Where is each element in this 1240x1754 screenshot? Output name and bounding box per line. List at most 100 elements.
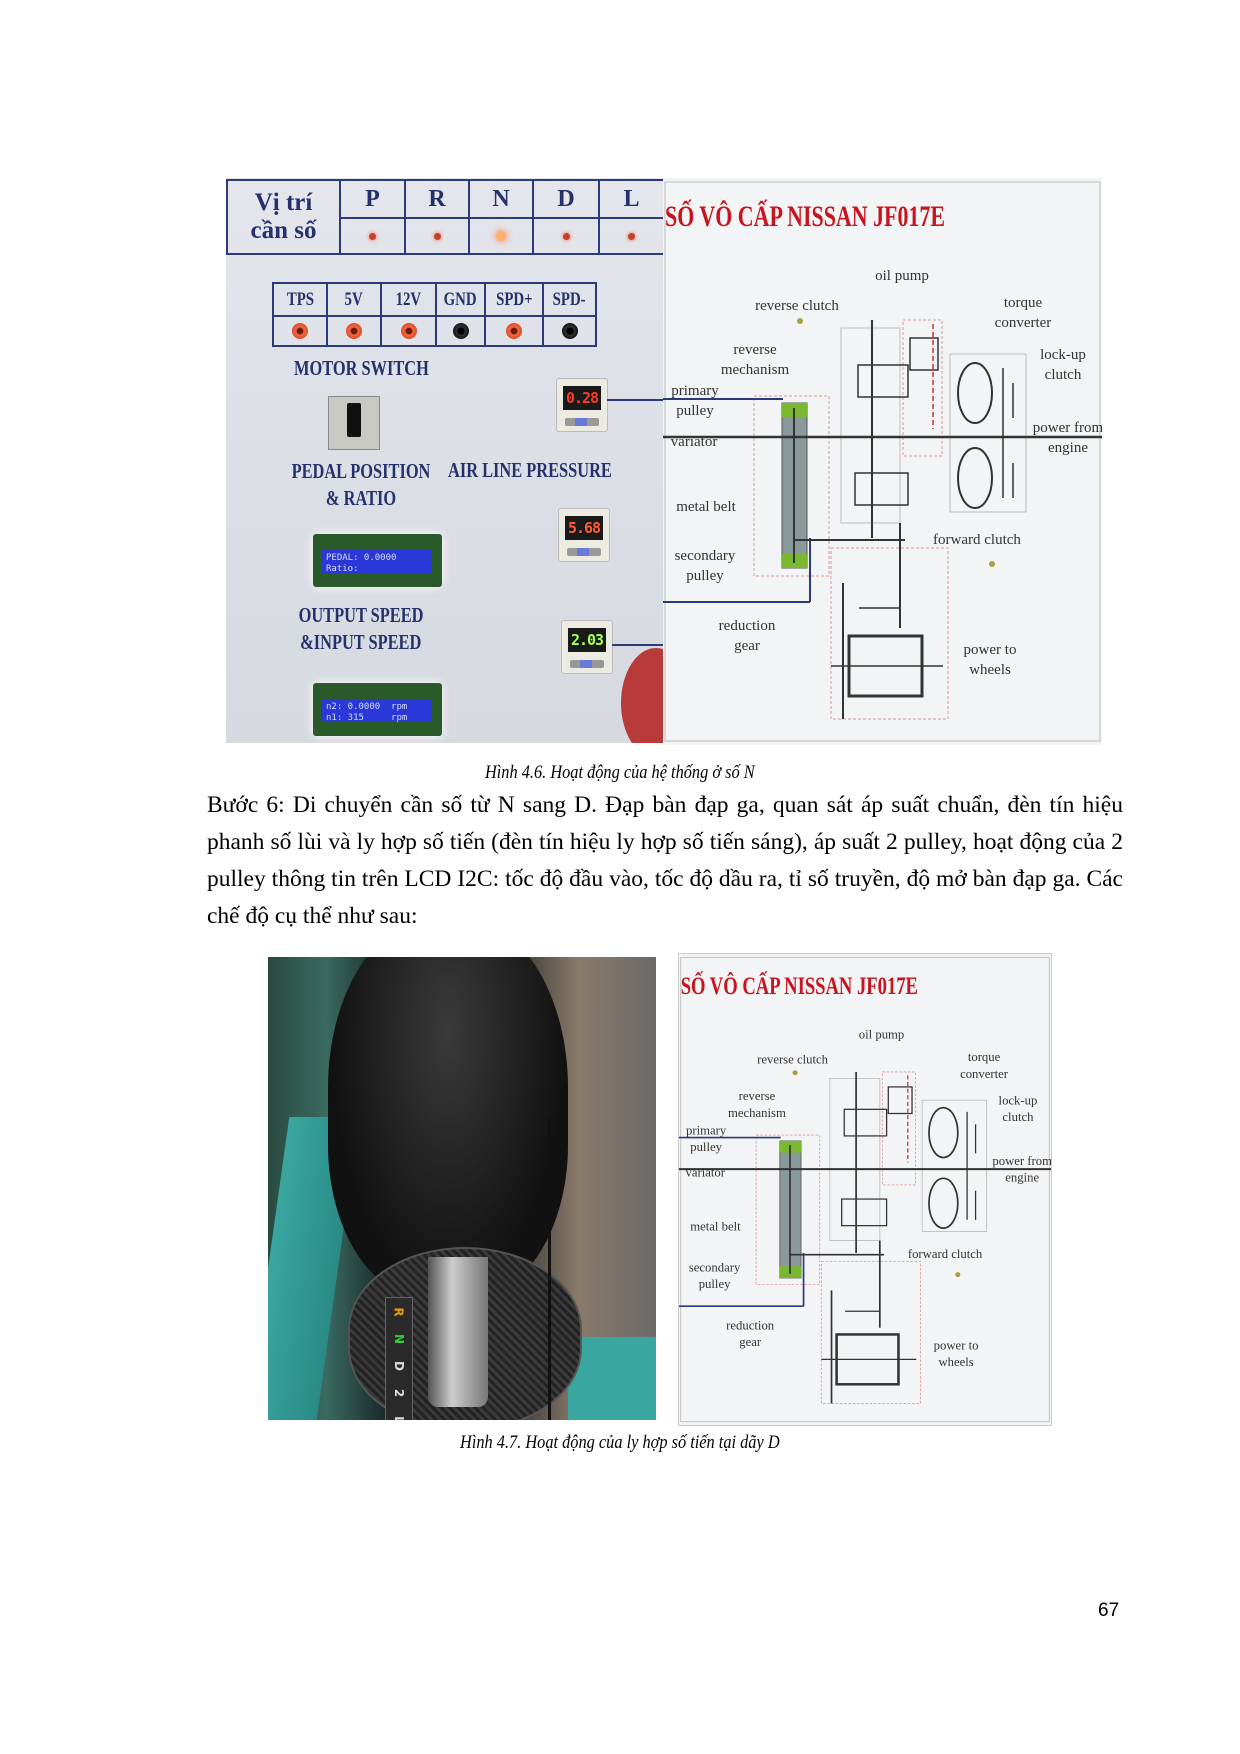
label-primary-pulley: pulley (690, 1140, 722, 1154)
connector-jack (380, 315, 437, 347)
schematic-box (680, 956, 1050, 1423)
gear-p-indicator-led (339, 217, 406, 255)
gear-n-indicator-led (468, 217, 534, 255)
label-power-to-wheels: power to (964, 642, 1017, 658)
label-reverse-mechanism: reverse (733, 342, 777, 358)
schematic-box (881, 1071, 916, 1186)
label-variator: variator (671, 434, 718, 450)
label-oil-pump: oil pump (875, 268, 929, 284)
gear-label-line1: Vị trí (254, 189, 313, 216)
pressure-gauge-1: 0.28 (556, 378, 608, 432)
indicator-dot (989, 561, 995, 567)
shift-lever (428, 1257, 488, 1407)
gear-l-indicator-led (598, 217, 663, 255)
label-reverse-mechanism: reverse (739, 1089, 776, 1103)
diagram-title: SỐ VÔ CẤP NISSAN JF017E (681, 971, 918, 1000)
pedal-position-label: PEDAL POSITION& RATIO (291, 459, 431, 510)
connector-jack (484, 315, 544, 347)
schematic-box (854, 472, 909, 506)
label-power-from-engine: engine (1048, 440, 1088, 456)
label-torque-converter: torque (1004, 295, 1043, 311)
gear-r-label: R (404, 179, 470, 219)
body-paragraph: Bước 6: Di chuyển cần số từ N sang D. Đạ… (207, 792, 1123, 929)
label-secondary-pulley: secondary (689, 1260, 741, 1274)
cvt-schematic: SỐ VÔ CẤP NISSAN JF017E oil pump reverse c… (663, 181, 1102, 742)
label-forward-clutch: forward clutch (933, 532, 1021, 548)
pressure-gauge-2: 5.68 (558, 508, 610, 562)
connector-label: 12V (380, 282, 437, 317)
cvt-schematic: SỐ VÔ CẤP NISSAN JF017E oil pump reverse c… (679, 956, 1051, 1423)
label-reverse-clutch: reverse clutch (755, 298, 839, 314)
label-reverse-mechanism: mechanism (721, 362, 790, 378)
label-power-from-engine: power from (1033, 420, 1102, 436)
motor-switch (328, 396, 380, 450)
indicator-dot (797, 318, 803, 324)
schematic-box (829, 1078, 881, 1242)
pressure-gauge-3: 2.03 (561, 620, 613, 674)
gear-r-indicator-led (404, 217, 470, 255)
label-forward-clutch: forward clutch (908, 1247, 983, 1261)
gear-l-label: L (598, 179, 663, 219)
output-input-speed-label: OUTPUT SPEED&INPUT SPEED (298, 603, 424, 654)
label-reduction-gear: gear (739, 1335, 762, 1349)
gear-indicator-letter: N (391, 1333, 406, 1344)
gear-n-label: N (468, 179, 534, 219)
label-torque-converter: converter (995, 315, 1052, 331)
label-secondary-pulley: pulley (699, 1277, 731, 1291)
lcd-pedal-ratio: PEDAL: 0.0000 Ratio: (313, 534, 442, 587)
label-reduction-gear: reduction (719, 618, 776, 634)
label-lockup-clutch: clutch (1045, 367, 1082, 383)
connector-label: 5V (326, 282, 382, 317)
figure-4-7-caption: Hình 4.7. Hoạt động của ly hợp số tiến t… (460, 1432, 780, 1453)
schematic-box (857, 364, 909, 398)
schematic-box (909, 337, 939, 371)
label-primary-pulley: pulley (676, 403, 714, 419)
connector-jack (272, 315, 328, 347)
figure-4-6-cvt-diagram-photo: SỐ VÔ CẤP NISSAN JF017E oil pump reverse c… (663, 178, 1102, 745)
gear-label-line2: cần số (250, 217, 317, 244)
gear-indicator-letter: L (392, 1415, 406, 1420)
lcd-speed: n2: 0.0000 rpm n1: 315 rpm (313, 683, 442, 736)
label-metal-belt: metal belt (676, 499, 736, 515)
schematic-box (949, 353, 1027, 513)
figure-4-7-cvt-diagram-photo: SỐ VÔ CẤP NISSAN JF017E oil pump reverse c… (678, 953, 1052, 1426)
connector-label: GND (435, 282, 486, 317)
diagram-title: SỐ VÔ CẤP NISSAN JF017E (665, 199, 945, 233)
converter-oval (928, 1106, 959, 1159)
label-secondary-pulley: pulley (686, 568, 724, 584)
label-metal-belt: metal belt (690, 1220, 741, 1234)
connector-label: SPD+ (484, 282, 544, 317)
figure-4-6-caption: Hình 4.6. Hoạt động của hệ thống ở số N (485, 762, 755, 783)
label-primary-pulley: primary (686, 1123, 727, 1137)
schematic-box (664, 181, 1101, 742)
schematic-box (902, 319, 943, 457)
connector-label: SPD- (542, 282, 597, 317)
gear-d-label: D (532, 179, 600, 219)
label-power-to-wheels: wheels (938, 1355, 973, 1369)
label-lockup-clutch: lock-up (1040, 347, 1086, 363)
gear-indicator-letter: D (392, 1360, 406, 1371)
schematic-box (830, 547, 949, 720)
connector-jack (326, 315, 382, 347)
page-number: 67 (1098, 1600, 1120, 1621)
label-power-to-wheels: power to (934, 1339, 979, 1353)
converter-oval (957, 362, 993, 424)
label-oil-pump: oil pump (859, 1028, 905, 1042)
label-torque-converter: converter (960, 1067, 1009, 1081)
shift-knob (328, 957, 568, 1297)
label-reverse-mechanism: mechanism (728, 1106, 786, 1120)
connector-jack (542, 315, 597, 347)
gear-p-label: P (339, 179, 406, 219)
hand-in-photo (621, 648, 663, 743)
label-secondary-pulley: secondary (675, 548, 736, 564)
gear-position-label: Vị trí cần số (226, 179, 341, 255)
label-lockup-clutch: lock-up (999, 1093, 1038, 1107)
label-reduction-gear: gear (734, 638, 760, 654)
gear-indicator-letter: 2 (391, 1388, 406, 1397)
label-power-from-engine: engine (1005, 1171, 1039, 1185)
connector-label: TPS (272, 282, 328, 317)
label-torque-converter: torque (968, 1050, 1001, 1064)
